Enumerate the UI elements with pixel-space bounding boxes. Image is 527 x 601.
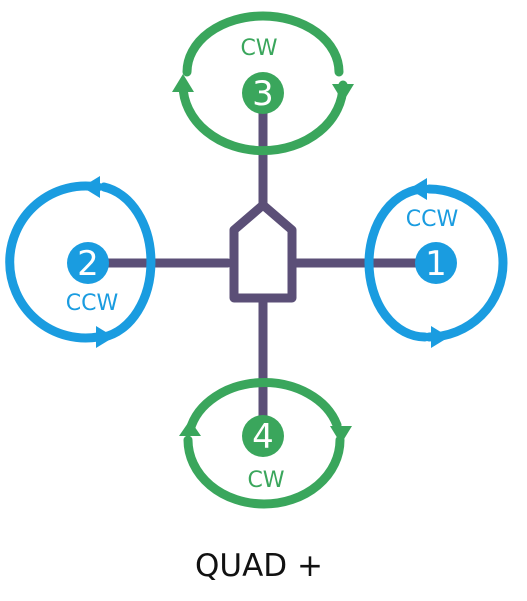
motor-2-rotation-arc (5, 181, 103, 343)
motor-4-rotation-arc-top (185, 378, 342, 435)
motor-4: 4 CW (179, 378, 352, 509)
motor-3: 3 CW (172, 11, 354, 156)
motor-3-number: 3 (252, 74, 274, 114)
motor-1-number: 1 (425, 244, 447, 284)
motor-1-badge (415, 242, 457, 284)
motor-2-number: 2 (77, 244, 99, 284)
motor-4-rotation-arc-bottom (183, 435, 345, 509)
motor-3-rotation-arc-top (182, 11, 344, 77)
motor-2-rotation-label: CCW (66, 291, 119, 316)
motor-2-badge (67, 242, 109, 284)
motor-2-rotation-arc-right (99, 182, 156, 342)
center-body (229, 200, 297, 303)
motor-1-rotation-arc-left (364, 184, 430, 342)
motor-4-arrow-right-icon (330, 426, 352, 444)
motor-1-rotation-arc (424, 184, 508, 342)
motor-1: 1 CCW (364, 178, 508, 348)
motor-3-rotation-arc (178, 80, 348, 156)
motor-3-arrow-left-icon (172, 74, 194, 92)
motor-4-badge (242, 415, 284, 457)
motor-4-number: 4 (252, 417, 274, 457)
motor-1-rotation-label: CCW (406, 207, 459, 232)
motor-1-arrow-top-icon (409, 178, 427, 200)
motor-2: 2 CCW (5, 176, 156, 348)
motor-3-rotation-label: CW (240, 36, 277, 61)
motor-1-arrow-bottom-icon (431, 326, 449, 348)
motor-4-rotation-label: CW (247, 468, 284, 493)
motor-2-arrow-bottom-icon (96, 326, 114, 348)
diagram-caption: QUAD + (195, 548, 323, 584)
motor-3-arrow-right-icon (332, 84, 354, 102)
motor-4-arrow-left-icon (179, 420, 201, 436)
motor-3-badge (242, 72, 284, 114)
motor-2-arrow-top-icon (82, 176, 100, 198)
